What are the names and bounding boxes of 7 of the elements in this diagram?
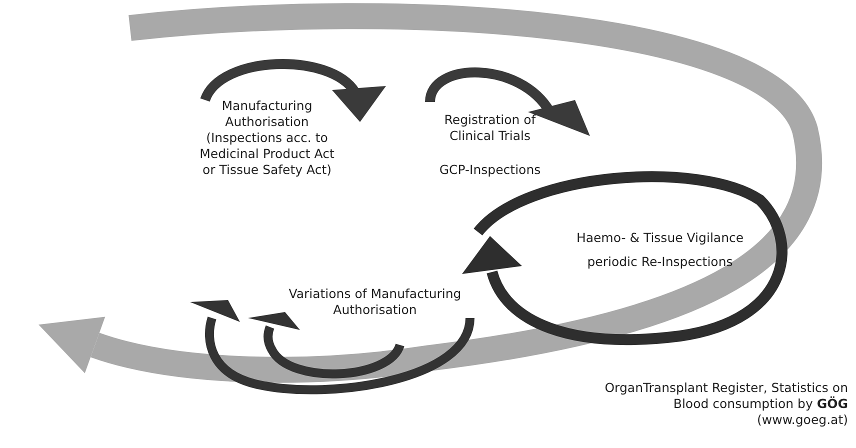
process-label: Variations of Manufacturing Authorisation xyxy=(288,286,462,318)
process-label: Manufacturing Authorisation (Inspections acc. to Medicinal Product Act or Tissue Safety Act) xyxy=(198,98,336,178)
source-note: OrganTransplant Register, Statistics on Blood consumption by GÖG (www.goeg.at) xyxy=(604,380,848,428)
process-label: GCP-Inspections xyxy=(438,162,542,178)
process-label: Haemo- & Tissue Vigilance xyxy=(575,230,745,246)
process-label: periodic Re-Inspections xyxy=(586,254,734,270)
process-label: Registration of Clinical Trials xyxy=(443,112,537,144)
